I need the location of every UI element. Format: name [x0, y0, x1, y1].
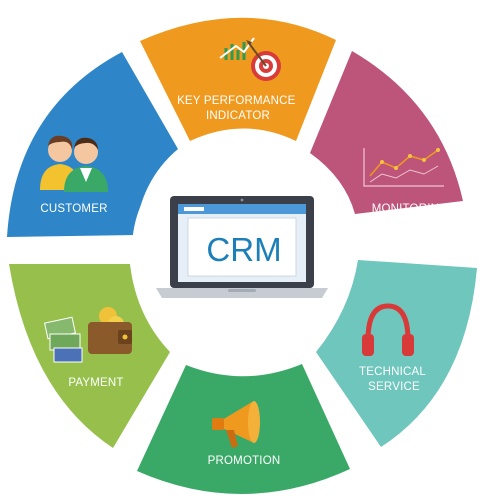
- segment-promotion: PROMOTION: [137, 364, 350, 495]
- segment-payment-label: PAYMENT: [68, 377, 123, 389]
- target-icon: [219, 37, 281, 81]
- wallet-icon: [44, 307, 132, 363]
- laptop-icon: [156, 196, 328, 298]
- segment-payment: PAYMENT: [9, 264, 170, 448]
- line-chart-icon: [363, 148, 444, 187]
- segment-customer: CUSTOMER: [7, 52, 178, 237]
- center-hub: CRM: [132, 137, 356, 361]
- center-title: CRM: [206, 231, 281, 268]
- segment-promotion-label: PROMOTION: [208, 455, 281, 467]
- segment-technical-label: TECHNICAL SERVICE: [359, 366, 429, 393]
- segment-technical: TECHNICAL SERVICE: [316, 260, 477, 447]
- segment-payment-shape: [9, 264, 170, 448]
- segment-monitoring-label: MONITORING: [372, 203, 449, 215]
- segment-technical-shape: [316, 260, 477, 447]
- segment-kpi-label: KEY PERFORMANCE INDICATOR: [177, 95, 299, 122]
- headphones-icon: [362, 303, 414, 356]
- segment-monitoring: MONITORING: [310, 51, 463, 215]
- segment-customer-label: CUSTOMER: [40, 203, 107, 215]
- people-icon: [40, 135, 108, 192]
- segment-kpi: KEY PERFORMANCE INDICATOR: [140, 17, 336, 141]
- segment-kpi-shape: [140, 17, 336, 141]
- megaphone-icon: [212, 401, 260, 448]
